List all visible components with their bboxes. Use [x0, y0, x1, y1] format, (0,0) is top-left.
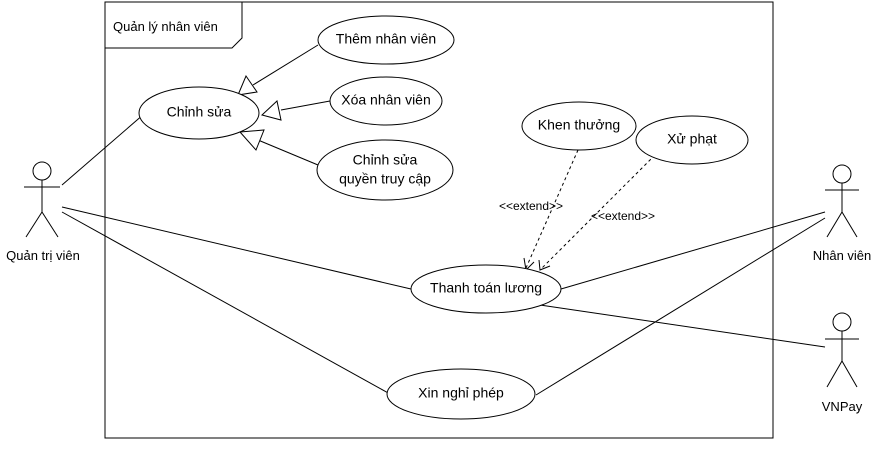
gen-add-edit [252, 44, 319, 86]
actor-employee-label: Nhân viên [813, 248, 872, 263]
actor-employee: Nhân viên [813, 164, 872, 263]
gen-arrow-add [237, 74, 258, 96]
stick-figure-icon [24, 161, 60, 238]
assoc-admin-leave [61, 211, 391, 395]
system-title: Quản lý nhân viên [113, 19, 218, 34]
use-case-delete-employee-label: Xóa nhân viên [341, 92, 431, 108]
assoc-admin-payroll [61, 206, 412, 290]
use-case-add-employee: Thêm nhân viên [317, 15, 455, 65]
use-case-delete-employee: Xóa nhân viên [329, 76, 443, 126]
extend-penalty-arrow [538, 259, 551, 271]
gen-arrow-delete [260, 100, 282, 121]
use-case-edit-access: Chỉnh sửa quyền truy cập [316, 139, 454, 201]
generalizations [237, 44, 331, 166]
actor-vnpay-label: VNPay [822, 399, 863, 414]
use-case-reward: Khen thưởng [521, 101, 637, 151]
stick-figure-icon [825, 312, 859, 388]
use-case-add-employee-label: Thêm nhân viên [336, 31, 436, 47]
use-case-edit-access-label-1: Chỉnh sửa [353, 152, 418, 168]
actor-vnpay: VNPay [822, 312, 863, 414]
use-case-edit-access-label-2: quyền truy cập [339, 171, 431, 187]
stick-figure-icon [825, 164, 859, 238]
use-case-penalty: Xử phạt [635, 115, 749, 165]
assoc-admin-edit [61, 113, 145, 186]
use-case-edit-label: Chỉnh sửa [167, 104, 232, 120]
use-case-leave-label: Xin nghỉ phép [418, 385, 504, 401]
use-case-leave: Xin nghỉ phép [386, 368, 536, 420]
extend-penalty-line [541, 154, 656, 269]
system-boundary: Quản lý nhân viên [104, 1, 774, 439]
extend-label-reward: <<extend>> [499, 199, 563, 213]
associations [61, 113, 826, 396]
use-case-payroll-label: Thanh toán lương [430, 280, 542, 296]
use-case-payroll: Thanh toán lương [410, 264, 562, 314]
extend-label-penalty: <<extend>> [591, 209, 655, 223]
assoc-employee-leave [535, 217, 826, 396]
extend-relations: <<extend>> <<extend>> [499, 149, 656, 272]
actor-admin: Quản trị viên [6, 161, 80, 263]
assoc-employee-payroll [560, 211, 826, 290]
use-case-penalty-label: Xử phạt [667, 131, 717, 147]
gen-arrow-access [238, 129, 265, 151]
gen-delete-edit [280, 100, 331, 111]
assoc-vnpay-payroll [539, 304, 826, 348]
use-case-reward-label: Khen thưởng [538, 117, 620, 133]
gen-access-edit [257, 139, 319, 166]
actor-admin-label: Quản trị viên [6, 248, 80, 263]
use-case-edit: Chỉnh sửa [138, 86, 260, 140]
